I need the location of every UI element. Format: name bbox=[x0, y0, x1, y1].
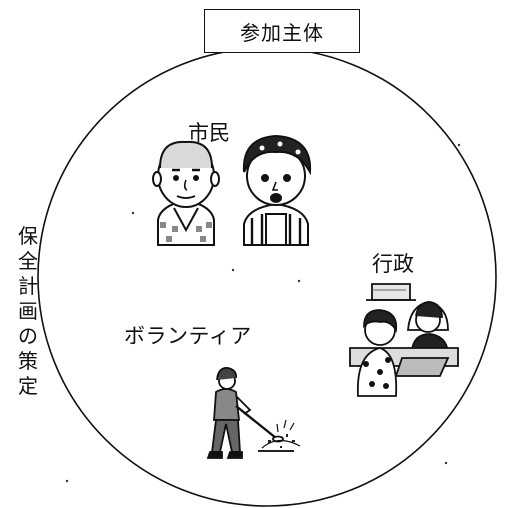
plan-formulation-label: 保全計画の策定 bbox=[18, 224, 38, 398]
diagram-title: 参加主体 bbox=[204, 9, 360, 53]
volunteers-label: ボランティア bbox=[124, 324, 252, 348]
scan-dots bbox=[65, 143, 461, 483]
administration-label: 行政 bbox=[372, 252, 414, 276]
citizens-label: 市民 bbox=[188, 121, 230, 145]
office-counter-meeting-icon bbox=[349, 283, 459, 397]
woman-in-kerchief-icon bbox=[242, 134, 312, 246]
elderly-man-icon bbox=[152, 140, 220, 246]
participants-circle bbox=[37, 47, 497, 507]
volunteer-grass-cutter-icon bbox=[206, 367, 301, 459]
